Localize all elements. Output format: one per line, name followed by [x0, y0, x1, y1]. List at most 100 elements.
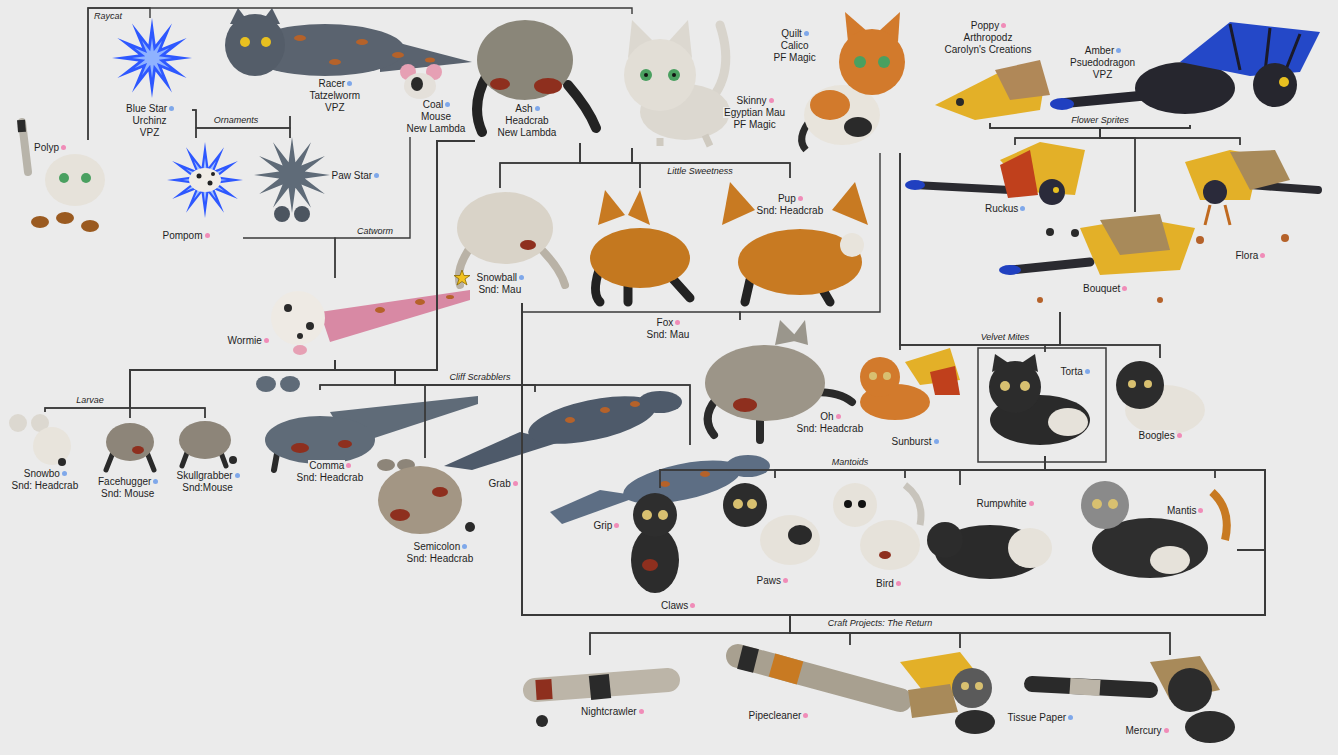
creature-node: CoalMouseNew Lambda — [392, 62, 469, 137]
lineage-line — [500, 143, 580, 188]
label-group: FacehuggerSnd: Mouse — [97, 476, 158, 500]
mantoid-sprite-part — [1081, 481, 1129, 529]
label-row: Fox — [646, 317, 691, 329]
sprite-fly-part — [999, 265, 1021, 275]
sprite-fly-part — [1037, 297, 1043, 303]
creature-detail: PF Magic — [773, 52, 817, 63]
mouse-sprite — [400, 64, 442, 99]
sex-dot — [347, 81, 352, 86]
lineage-line — [130, 360, 335, 418]
lineage-line — [192, 110, 290, 138]
creature-node: QuiltCalicoPF Magic — [771, 8, 924, 153]
creature-node: Nightcrawler — [522, 655, 682, 727]
label-group: OhSnd: Headcrab — [796, 411, 865, 435]
creature-name: Rumpwhite — [976, 498, 1028, 509]
label-row: Semicolon — [406, 541, 475, 553]
polyp-sprite-part — [56, 212, 74, 224]
larva-sprite-part — [9, 414, 27, 432]
creature-node: FacehuggerSnd: Mouse — [95, 418, 162, 502]
label-group: RacerTatzelwormVPZ — [309, 78, 362, 114]
kitten-crab-sprite-part — [590, 228, 690, 288]
polyp-sprite-part — [45, 154, 105, 206]
label-group: Claws — [660, 600, 695, 612]
cat-sprite-part — [624, 39, 696, 111]
mantoid-sprite-part — [788, 525, 812, 545]
label-group: Sunburst — [891, 436, 939, 448]
dragon-sprite-part — [1065, 95, 1150, 103]
sex-dot — [896, 581, 901, 586]
lineage-line — [522, 303, 1265, 615]
creature-node: Ruckus — [905, 145, 1085, 245]
label-row: Tatzelworm — [309, 90, 362, 102]
lineage-line — [395, 141, 475, 458]
craft-sprite-part — [740, 657, 756, 661]
creature-node: Paws — [718, 478, 823, 589]
creature-node: Grip — [545, 445, 775, 535]
sex-dot — [1116, 48, 1121, 53]
sex-dot — [205, 233, 210, 238]
sprite-fly — [905, 142, 1085, 237]
lineage-line — [590, 550, 1265, 655]
creature-name: Wormie — [227, 335, 263, 346]
sex-dot — [614, 523, 619, 528]
label-group: CoalMouseNew Lambda — [406, 99, 467, 135]
label-row: Torta — [1060, 366, 1090, 378]
litter-label: Raycat — [92, 11, 124, 22]
tatzelworm-sprite-part — [294, 35, 306, 41]
mite-cat-sprite-part — [1000, 381, 1010, 391]
creature-node: SnowballSnd: Mau — [448, 188, 563, 303]
label-row: Bird — [875, 578, 901, 590]
dragon-sprite-part — [1180, 22, 1320, 76]
tatzelworm-sprite-part — [240, 37, 250, 47]
sex-dot — [1164, 728, 1169, 733]
kitten-crab-sprite-part — [628, 190, 650, 225]
label-group: Pompom — [162, 230, 210, 242]
larva-sprite-part — [179, 421, 231, 459]
litter-label: Mantoids — [830, 457, 871, 468]
scrabbler-sprite-part — [291, 443, 309, 453]
lineage-line — [395, 141, 690, 445]
creature-node: Claws — [618, 488, 698, 614]
sex-dot — [804, 31, 809, 36]
label-group: SnowboSnd: Headcrab — [11, 468, 80, 492]
ornament-sprite — [167, 142, 243, 218]
ornament-sprite-part — [197, 174, 202, 179]
lineage-line — [900, 153, 1160, 358]
creature-name: Sunburst — [891, 436, 933, 447]
polyp-sprite-part — [31, 216, 49, 228]
creature-name: Skullgrabber — [176, 470, 234, 481]
creature-detail: Snd: Headcrab — [296, 472, 365, 483]
label-group: Grab — [488, 478, 518, 490]
label-row: Rumpwhite — [976, 498, 1034, 510]
label-row: Snd: Mouse — [97, 488, 158, 500]
creature-name: Mercury — [1125, 725, 1163, 736]
label-row: Snd: Headcrab — [296, 472, 365, 484]
litter-label: Cliff Scrabblers — [447, 372, 512, 383]
creature-detail: New Lambda — [406, 123, 467, 134]
larva-sprite — [106, 423, 154, 470]
headcrab-sprite-part — [790, 320, 808, 345]
creature-node: Boogles — [1110, 358, 1208, 448]
tatzelworm-sprite-part — [225, 14, 285, 76]
sex-dot — [61, 145, 66, 150]
scrabbler-sprite-part — [726, 455, 770, 477]
label-row: Pup — [756, 193, 825, 205]
kitten-crab-sprite-part — [840, 233, 864, 257]
mantoid-sprite-part — [1008, 528, 1052, 568]
lineage-line — [500, 148, 632, 188]
lineage-line — [1100, 125, 1190, 212]
lineage-line — [243, 238, 335, 278]
creature-detail: VPZ — [324, 102, 345, 113]
lineage-line — [1045, 456, 1215, 478]
creature-detail: Snd: Headcrab — [406, 553, 475, 564]
ornament-sprite-part — [208, 181, 213, 186]
scrabbler-sprite-part — [390, 509, 410, 521]
mite-cat-sprite-part — [1116, 361, 1164, 409]
calico-sprite-part — [810, 90, 850, 120]
lineage-line — [45, 360, 335, 412]
litter-label: Craft Projects: The Return — [826, 618, 935, 629]
label-row: New Lambda — [497, 127, 558, 139]
sprite-fly-part — [1196, 236, 1204, 244]
craft-sprite-part — [1032, 684, 1150, 690]
